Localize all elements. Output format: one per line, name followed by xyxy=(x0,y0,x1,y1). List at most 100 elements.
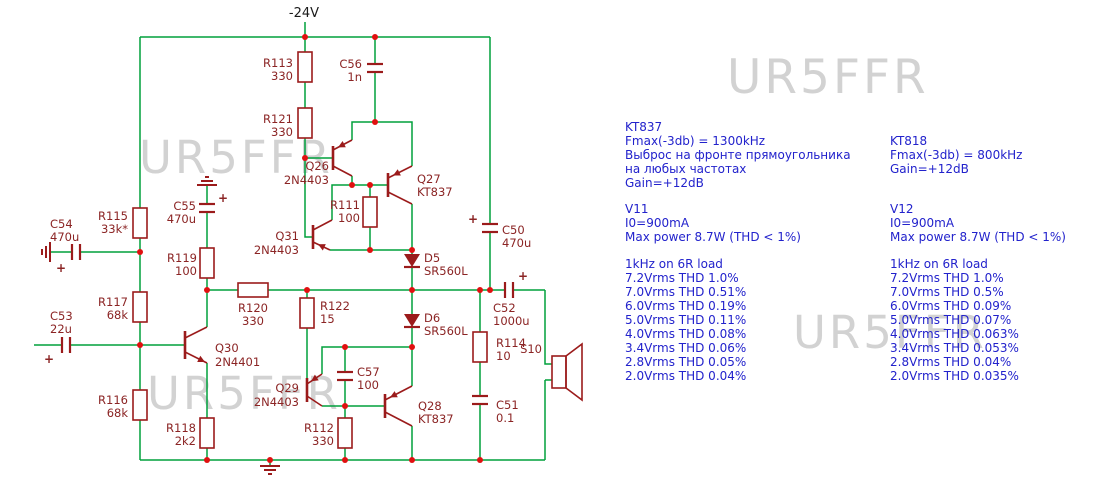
note-line: 2.0Vrms THD 0.04% xyxy=(625,369,747,383)
polarity-mark: + xyxy=(468,212,478,226)
emitter-arrow xyxy=(318,244,326,251)
transistor-Q28: Q28 KT837 xyxy=(383,385,454,427)
junction-dot xyxy=(477,457,483,463)
component-ref: Q27 xyxy=(417,172,441,186)
resistor-body xyxy=(132,291,148,323)
component-value: 15 xyxy=(320,312,335,326)
polarity-mark: + xyxy=(518,269,528,283)
junction-dot xyxy=(487,287,493,293)
component-ref: R118 xyxy=(166,421,196,435)
component-ref: R114 xyxy=(496,336,526,350)
junction-dot xyxy=(304,287,310,293)
component-ref: C55 xyxy=(173,199,196,213)
component-value: 68k xyxy=(107,308,129,322)
junction-dot xyxy=(267,457,273,463)
note-line: 1kHz on 6R load xyxy=(625,257,723,271)
junction-dot xyxy=(409,457,415,463)
component-value: 10 xyxy=(496,349,511,363)
watermark: UR5FFR xyxy=(793,306,987,359)
note-line: на любых частотах xyxy=(625,162,747,176)
note-line: 6.0Vrms THD 0.09% xyxy=(890,299,1012,313)
transistor-Q27: Q27 KT837 xyxy=(386,165,453,205)
resistor-body xyxy=(362,196,378,228)
junction-dot xyxy=(137,249,143,255)
component-ref: D6 xyxy=(424,311,440,325)
resistor-R119: R119 100 xyxy=(167,247,215,279)
junction-dots xyxy=(137,34,493,463)
component-value: 100 xyxy=(338,211,360,225)
emitter-arrow xyxy=(197,355,205,362)
note-line: I0=900mA xyxy=(625,216,690,230)
notes-kt837-bias: V11 I0=900mA Max power 8.7W (THD < 1%) xyxy=(625,202,801,244)
component-value: 100 xyxy=(357,378,379,392)
junction-dot xyxy=(342,457,348,463)
junction-dot xyxy=(367,182,373,188)
component-ref: C50 xyxy=(502,223,525,237)
speaker-body xyxy=(551,355,567,389)
note-line: 1kHz on 6R load xyxy=(890,257,988,271)
diode-D5: D5 SR560L xyxy=(404,251,468,278)
junction-dot xyxy=(302,34,308,40)
component-value: SR560L xyxy=(424,324,468,338)
component-value: 330 xyxy=(271,69,293,83)
note-line: 4.0Vrms THD 0.063% xyxy=(890,327,1019,341)
junction-dot xyxy=(342,344,348,350)
transistor-collector xyxy=(306,395,323,407)
junction-dot xyxy=(409,344,415,350)
component-value: 470u xyxy=(502,236,531,250)
note-line: 2.8Vrms THD 0.05% xyxy=(625,355,747,369)
emitter-arrow xyxy=(393,169,401,176)
resistor-body xyxy=(297,51,313,83)
component-ref: Q26 xyxy=(305,159,329,173)
junction-dot xyxy=(204,457,210,463)
capacitor-C54: + C54 470u xyxy=(50,217,82,275)
component-ref: R117 xyxy=(98,295,128,309)
note-line: 7.2Vrms THD 1.0% xyxy=(625,271,739,285)
component-ref: R121 xyxy=(263,112,293,126)
diode-body xyxy=(404,254,420,267)
note-line: 3.4Vrms THD 0.053% xyxy=(890,341,1019,355)
junction-dot xyxy=(302,155,308,161)
component-value: 2k2 xyxy=(175,434,196,448)
junction-dot xyxy=(204,287,210,293)
component-value: 470u xyxy=(167,212,196,226)
transistor-Q29: Q29 2N4403 xyxy=(254,373,323,409)
component-ref: C57 xyxy=(357,365,380,379)
note-line: Fmax(-3db) = 1300kHz xyxy=(625,134,766,148)
component-value: 2N4401 xyxy=(215,355,260,369)
capacitor-C51: C51 0.1 xyxy=(472,394,519,425)
capacitor-C56: C56 1n xyxy=(339,57,383,84)
note-line: Выброс на фронте прямоугольника xyxy=(625,148,851,162)
component-ref: R113 xyxy=(263,56,293,70)
component-value: SR560L xyxy=(424,264,468,278)
component-value: 100 xyxy=(175,264,197,278)
wire-net xyxy=(34,22,552,466)
component-value: KT837 xyxy=(417,185,453,199)
component-ref: R111 xyxy=(330,198,360,212)
notes-kt818-bias: V12 I0=900mA Max power 8.7W (THD < 1%) xyxy=(890,202,1066,244)
transistor-emitter xyxy=(387,165,413,179)
resistor-body xyxy=(299,297,315,329)
note-line: Fmax(-3db) = 800kHz xyxy=(890,148,1023,162)
resistor-body xyxy=(199,417,215,449)
component-value: 1000u xyxy=(493,314,530,328)
component-ref: Q28 xyxy=(418,399,442,413)
resistor-R117: R117 68k xyxy=(98,291,148,323)
transistor-collector xyxy=(387,191,413,205)
component-value: 0.1 xyxy=(496,411,514,425)
note-line: 4.0Vrms THD 0.08% xyxy=(625,327,747,341)
resistor-R112: R112 330 xyxy=(304,417,353,449)
capacitor-C52: + C52 1000u xyxy=(493,269,530,328)
resistor-body xyxy=(199,247,215,279)
junction-dot xyxy=(409,247,415,253)
transistor-Q31: Q31 2N4403 xyxy=(254,219,333,257)
note-line: Max power 8.7W (THD < 1%) xyxy=(625,230,801,244)
component-ref: R116 xyxy=(98,393,128,407)
notes-kt818-header: KT818 Fmax(-3db) = 800kHz Gain=+12dB xyxy=(890,134,1022,176)
junction-dot xyxy=(349,182,355,188)
capacitor-C50: + C50 470u xyxy=(468,212,531,250)
emitter-arrow xyxy=(338,141,346,148)
resistor-body xyxy=(337,417,353,449)
component-ref: C53 xyxy=(50,309,73,323)
